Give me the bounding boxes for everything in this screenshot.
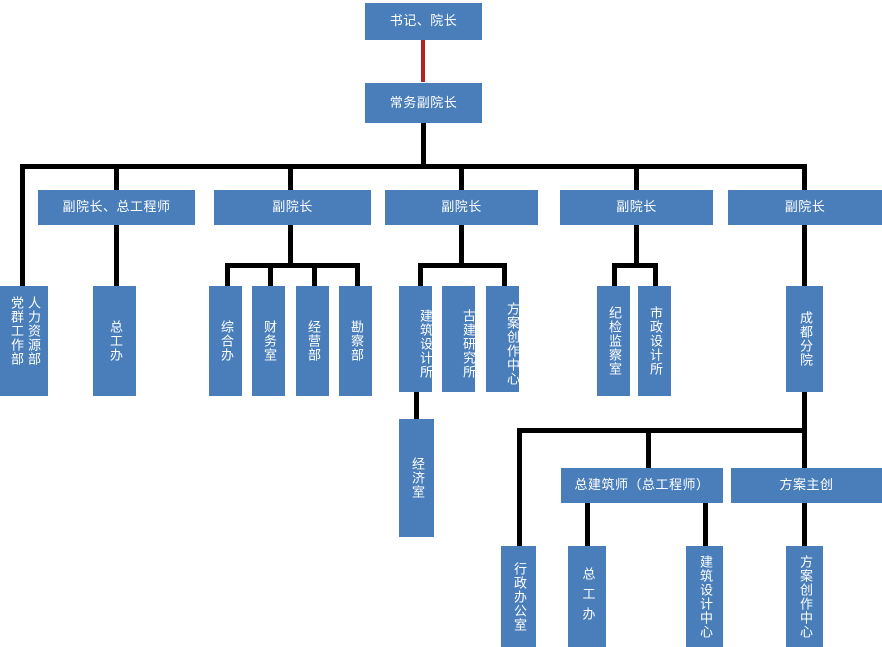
connector-drop-chief-architect: [646, 428, 651, 468]
connector-vp4-stem: [634, 225, 639, 266]
node-discipline-inspection-office[interactable]: 纪检监察室: [597, 286, 630, 396]
connector-drop-hr-party: [20, 164, 25, 286]
connector-chengdu-bus: [517, 428, 807, 433]
connector-drop-vp1: [114, 164, 119, 190]
node-vp-5[interactable]: 副院长: [728, 190, 882, 225]
connector-drop-finance-office: [268, 263, 273, 286]
node-general-office[interactable]: 综合办: [209, 286, 242, 396]
node-party-work-label: 党群工作部: [9, 296, 24, 366]
node-municipal-design-institute[interactable]: 市政设计所: [638, 286, 671, 396]
node-vp-chief-engineer[interactable]: 副院长、总工程师: [38, 190, 195, 225]
connector-drop-operations-dept: [312, 263, 317, 286]
node-branch-scheme-creation-center[interactable]: 方案创作中心: [786, 546, 823, 647]
connector-drop-vp2: [288, 164, 293, 190]
node-chief-engineer-office[interactable]: 总工办: [93, 286, 136, 396]
node-vp-4[interactable]: 副院长: [560, 190, 713, 225]
connector-executive-vp-stem: [421, 122, 426, 167]
node-scheme-creation-center[interactable]: 方案创作中心: [486, 286, 520, 392]
node-survey-dept[interactable]: 勘察部: [339, 286, 372, 396]
node-hr-and-party-office[interactable]: 人力资源部 党群工作部: [0, 286, 48, 396]
connector-vp2-stem: [288, 225, 293, 266]
node-branch-chief-engineer-office[interactable]: 总工办: [568, 546, 606, 647]
node-scheme-lead[interactable]: 方案主创: [731, 468, 882, 503]
connector-president-to-executive-vp: [421, 39, 425, 82]
connector-vp5-to-chengdu-branch: [802, 225, 807, 286]
connector-chief-architect-to-branch-ce-office: [585, 503, 590, 546]
connector-drop-ancient-institute: [502, 263, 507, 286]
connector-drop-discipline-inspection: [612, 263, 617, 286]
node-executive-vp[interactable]: 常务副院长: [365, 83, 482, 123]
connector-architecture-to-economics: [414, 392, 419, 419]
connector-drop-survey-dept: [355, 263, 360, 286]
connector-drop-vp4: [634, 164, 639, 190]
connector-main-bus: [20, 164, 807, 169]
node-economics-office[interactable]: 经济室: [399, 419, 434, 537]
connector-drop-municipal-institute: [653, 263, 658, 286]
node-vp-2[interactable]: 副院长: [214, 190, 371, 225]
node-branch-architecture-design-center[interactable]: 建筑设计中心: [686, 546, 723, 647]
node-operations-dept[interactable]: 经营部: [296, 286, 329, 396]
connector-vp3-bus: [418, 263, 507, 268]
connector-chief-architect-to-arch-center: [703, 503, 708, 546]
connector-drop-admin-office: [517, 428, 522, 546]
connector-vp2-bus: [225, 263, 360, 268]
node-chengdu-branch[interactable]: 成都分院: [786, 286, 823, 392]
connector-vp3-stem: [459, 225, 464, 266]
node-admin-office[interactable]: 行政办公室: [501, 546, 536, 647]
node-hr-label: 人力资源部: [25, 296, 41, 366]
connector-drop-vp5: [802, 164, 807, 190]
node-secretary-president[interactable]: 书记、院长: [365, 3, 482, 40]
node-ancient-architecture-institute[interactable]: 古建研究所: [442, 286, 476, 392]
connector-drop-general-office: [225, 263, 230, 286]
node-finance-office[interactable]: 财务室: [252, 286, 285, 396]
connector-vp4-bus: [612, 263, 658, 268]
connector-vp1-to-chief-engineer-office: [114, 225, 119, 286]
connector-drop-scheme-lead: [802, 428, 807, 468]
node-chief-architect[interactable]: 总建筑师（总工程师）: [561, 468, 723, 503]
connector-drop-architecture-institute: [418, 263, 423, 286]
node-vp-3[interactable]: 副院长: [385, 190, 538, 225]
node-architecture-design-institute[interactable]: 建筑设计所: [399, 286, 433, 392]
connector-drop-vp3: [459, 164, 464, 190]
connector-scheme-lead-to-scheme-center: [802, 503, 807, 546]
connector-chengdu-branch-stem: [802, 392, 807, 431]
